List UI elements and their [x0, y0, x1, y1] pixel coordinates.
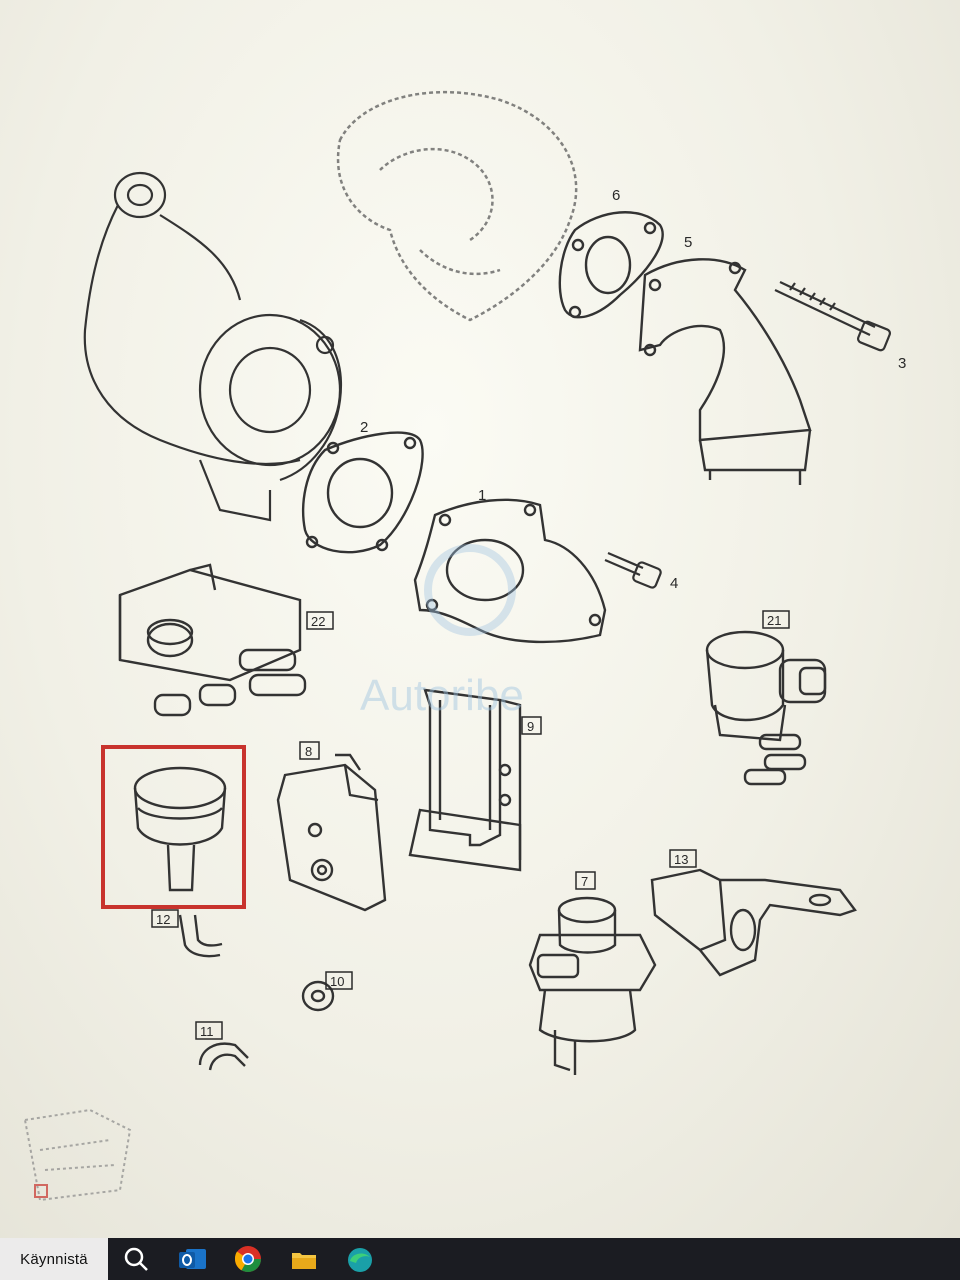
callout-7: 7	[581, 874, 588, 889]
edge-icon[interactable]	[332, 1238, 388, 1280]
callout-3: 3	[898, 355, 906, 372]
callout-22-box: 22	[306, 611, 334, 630]
callout-8-box: 8	[299, 741, 320, 760]
callout-2: 2	[360, 419, 368, 436]
callout-8: 8	[305, 744, 312, 759]
pressure-converter-7-drawing	[528, 896, 657, 1075]
outlook-icon[interactable]	[164, 1238, 220, 1280]
grommet-10-drawing	[301, 980, 335, 1012]
callout-13: 13	[674, 852, 688, 867]
start-button-label: Käynnistä	[20, 1250, 88, 1268]
windows-taskbar: Käynnistä	[0, 1238, 960, 1280]
callout-5: 5	[684, 234, 692, 251]
parts-diagram: Autoribe 6 5 3 2 1 4 22 21 9 8 7	[23, 90, 906, 1202]
vacuum-damper-11-drawing	[133, 766, 227, 892]
control-unit-8-drawing	[276, 753, 387, 912]
file-explorer-icon[interactable]	[276, 1238, 332, 1280]
bolt-3-drawing	[774, 281, 891, 352]
solenoid-valve-21-drawing	[705, 630, 827, 786]
watermark-text: Autoribe	[360, 671, 524, 720]
highlighted-part-frame	[101, 745, 246, 909]
callout-21: 21	[767, 613, 781, 628]
partial-drawing-bottom-left	[23, 1108, 132, 1202]
turbocharger-drawing	[83, 171, 342, 522]
callout-7-box: 7	[575, 871, 596, 890]
start-button[interactable]: Käynnistä	[0, 1238, 108, 1280]
search-icon[interactable]	[108, 1238, 164, 1280]
callout-13-box: 13	[669, 849, 697, 868]
callout-9: 9	[527, 719, 534, 734]
turbocharger-housing-drawing	[336, 90, 578, 322]
gasket-6-drawing	[558, 211, 664, 319]
callout-10-box: 10	[325, 971, 353, 990]
watermark: Autoribe	[360, 544, 524, 720]
callout-1: 1	[478, 487, 486, 504]
hose-small-drawing	[198, 1042, 249, 1071]
callout-11-box: 11	[195, 1021, 223, 1040]
callout-22: 22	[311, 614, 325, 629]
gasket-2-drawing	[302, 431, 424, 554]
hose-12-drawing	[178, 914, 223, 958]
bracket-13-drawing	[650, 868, 857, 977]
exhaust-pipe-5-drawing	[638, 258, 812, 485]
callout-9-box: 9	[521, 716, 542, 735]
chrome-icon[interactable]	[220, 1238, 276, 1280]
exhaust-elbow-1-drawing	[413, 498, 607, 644]
callout-4: 4	[670, 575, 678, 592]
callout-21-box: 21	[762, 610, 790, 629]
callout-11: 11	[200, 1024, 214, 1039]
diagram-screen: Autoribe 6 5 3 2 1 4 22 21 9 8 7	[0, 0, 960, 1238]
callout-6: 6	[612, 187, 620, 204]
callout-12: 12	[156, 912, 170, 927]
callout-12-box: 12	[151, 909, 179, 928]
stud-4-drawing	[604, 551, 662, 589]
bracket-9-drawing	[408, 688, 522, 872]
callout-10: 10	[330, 974, 344, 989]
valve-block-22-drawing	[118, 563, 307, 717]
